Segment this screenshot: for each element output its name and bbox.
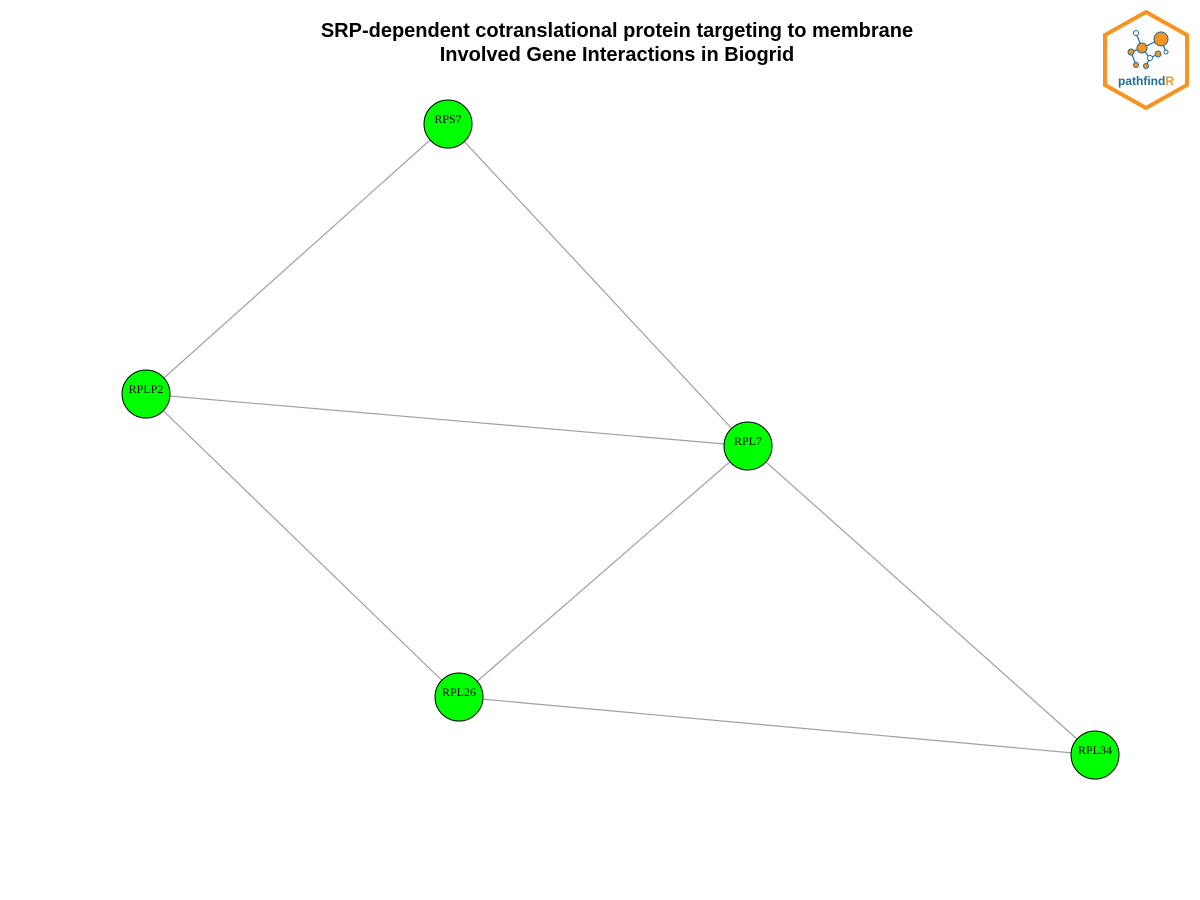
edge-rps7-rpl7 [447,123,749,447]
edge-rpl7-rpl34 [747,445,1096,756]
node-circle [121,369,171,419]
edge-rpl7-rpl26 [458,445,749,698]
node-rplp2: RPLP2 [121,369,171,419]
diagram-title: SRP-dependent cotranslational protein ta… [0,19,1200,67]
title-line-2: Involved Gene Interactions in Biogrid [439,44,795,66]
edge-layer [145,123,1096,756]
logo-hexagon [1103,9,1189,111]
logo-text-main: pathfind [1118,74,1165,88]
node-circle [423,99,473,149]
node-label: RPLP2 [129,382,164,396]
edge-rplp2-rpl7 [145,393,749,447]
node-circle [1070,730,1120,780]
node-rps7: RPS7 [423,99,473,149]
logo-text-accent: R [1165,74,1174,88]
node-rpl34: RPL34 [1070,730,1120,780]
logo-text: pathfindR [1118,74,1174,88]
pathfindr-logo: pathfindR [1103,9,1189,111]
node-label: RPS7 [434,112,461,126]
node-rpl7: RPL7 [723,421,773,471]
logo-network-nodes [1127,30,1169,69]
node-label: RPL7 [734,434,762,448]
title-line-1: SRP-dependent cotranslational protein ta… [320,20,914,42]
edge-rpl26-rpl34 [458,696,1096,756]
node-label: RPL26 [442,685,476,699]
edge-rps7-rplp2 [145,123,449,395]
node-circle [723,421,773,471]
node-circle [434,672,484,722]
node-label: RPL34 [1078,743,1112,757]
edge-rplp2-rpl26 [145,393,460,698]
node-rpl26: RPL26 [434,672,484,722]
